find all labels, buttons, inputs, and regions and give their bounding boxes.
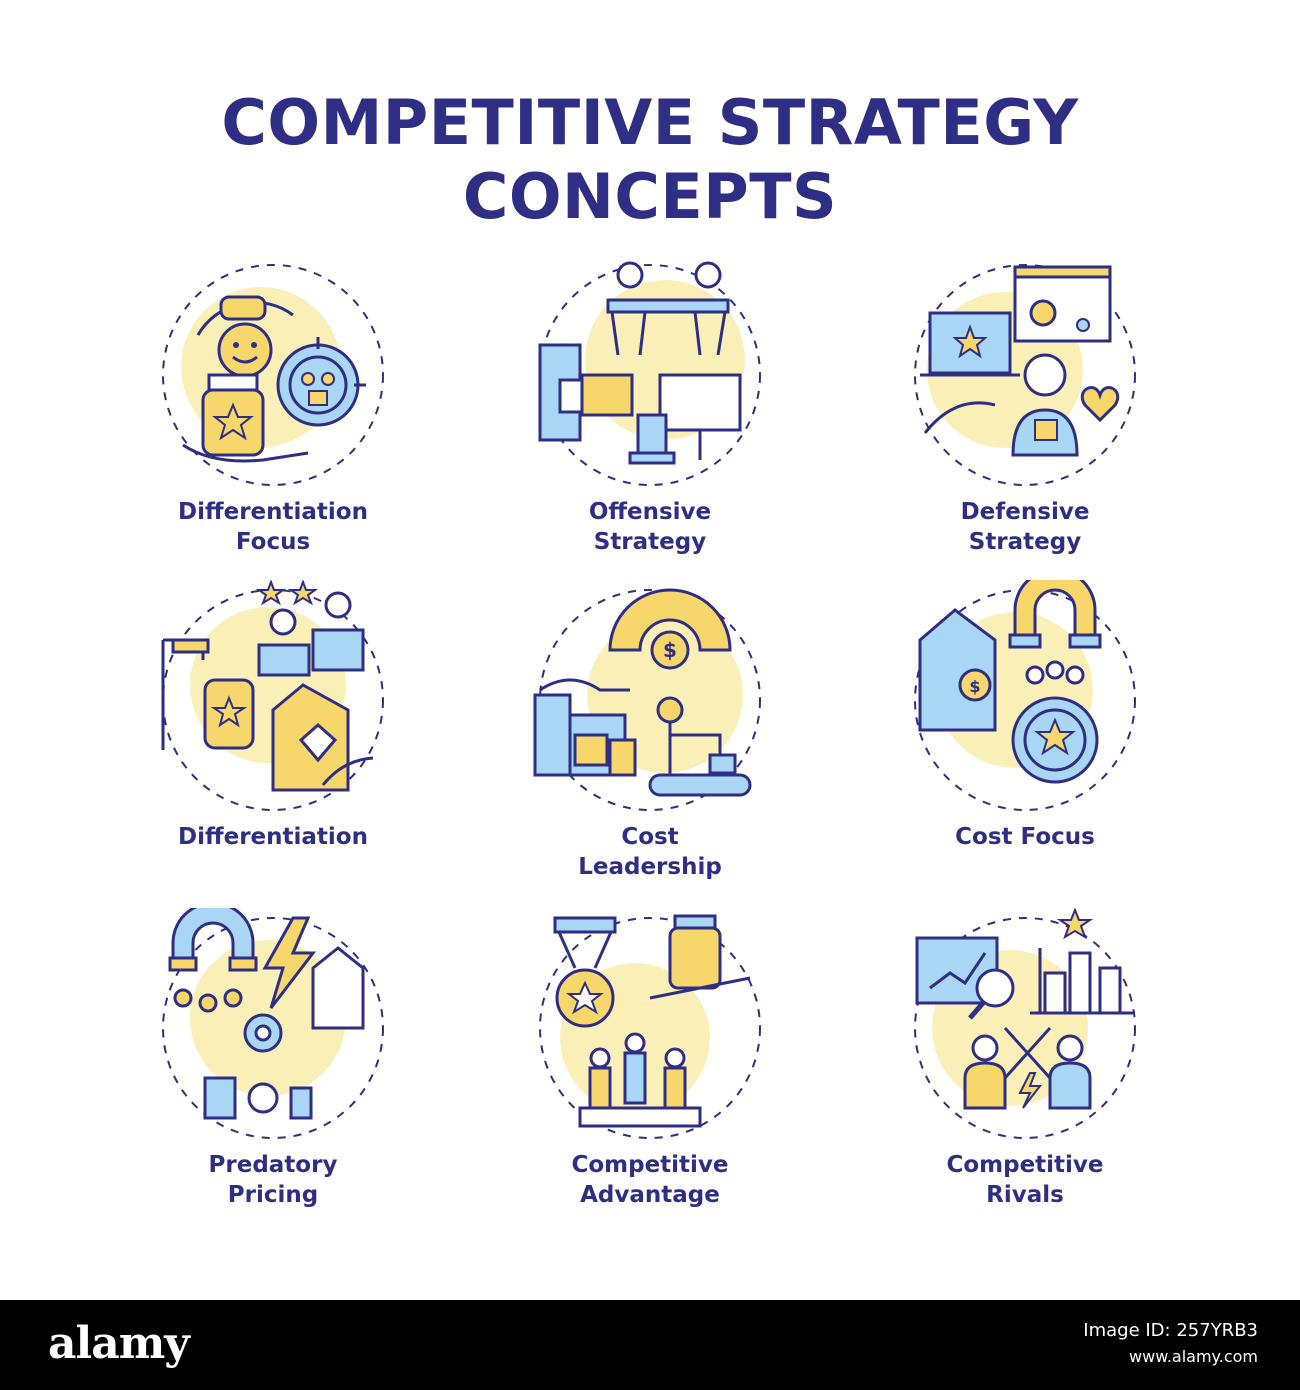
concept-label: Defensive Strategy: [960, 499, 1090, 555]
concept-label: Differentiation: [178, 824, 368, 850]
svg-text:$: $: [969, 677, 980, 696]
image-id: Image ID: 257YRB3: [1083, 1320, 1258, 1341]
site-url: www.alamy.com: [1129, 1347, 1258, 1366]
concept-label: Competitive Rivals: [946, 1152, 1104, 1208]
differentiation-focus-icon: [162, 264, 384, 486]
cost-focus-icon: $: [914, 580, 1136, 811]
svg-text:$: $: [663, 638, 677, 662]
footer-bar: alamy Image ID: 257YRB3 www.alamy.com: [0, 1300, 1300, 1390]
competitive-rivals-icon: [914, 908, 1136, 1139]
cost-leadership-icon: $: [533, 588, 761, 811]
brand-logo: alamy: [48, 1318, 190, 1369]
concept-label: Cost Focus: [955, 824, 1095, 850]
competitive-advantage-icon: [539, 914, 761, 1139]
concept-label: Offensive Strategy: [588, 499, 712, 555]
concept-label: Differentiation Focus: [178, 499, 368, 555]
title-line-1: COMPETITIVE STRATEGY: [221, 86, 1079, 159]
page-title: COMPETITIVE STRATEGY CONCEPTS: [0, 86, 1300, 234]
concept-label: Competitive Advantage: [571, 1152, 729, 1208]
concept-label: Cost Leadership: [578, 824, 722, 880]
concept-grid: Differentiation Focus Offensive Strategy: [161, 261, 1136, 1208]
predatory-pricing-icon: [162, 908, 384, 1139]
footer-meta: Image ID: 257YRB3 www.alamy.com: [1083, 1318, 1258, 1370]
concept-label: Predatory Pricing: [208, 1152, 338, 1208]
title-line-2: CONCEPTS: [462, 160, 838, 233]
offensive-strategy-icon: [538, 261, 761, 486]
differentiation-icon: [161, 580, 384, 811]
defensive-strategy-icon: [914, 264, 1136, 486]
